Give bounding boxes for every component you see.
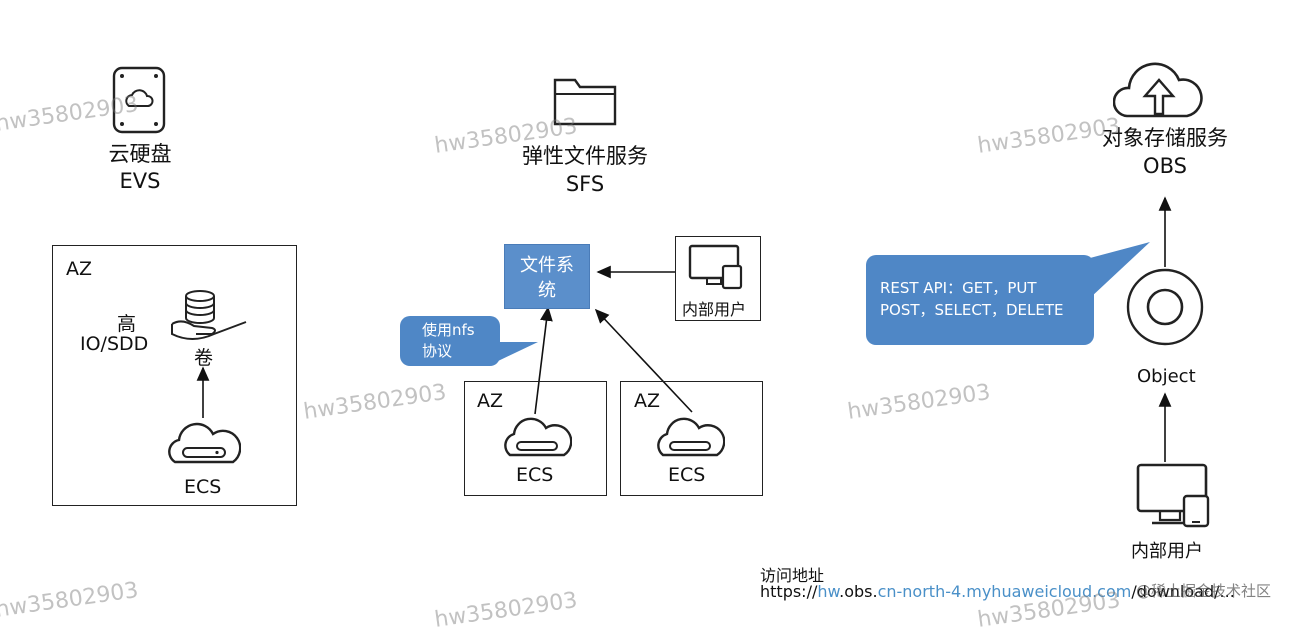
object-icon xyxy=(1126,268,1204,346)
rest-api-line-2: POST，SELECT，DELETE xyxy=(880,301,1064,319)
site-watermark: @稀土掘金技术社区 xyxy=(1136,582,1272,600)
evs-ecs-label: ECS xyxy=(184,476,222,498)
ecs-cloud-icon xyxy=(168,422,241,464)
cloud-upload-icon xyxy=(1113,62,1203,118)
file-system-box: 文件系 统 xyxy=(504,244,590,309)
sfs-internal-user-label: 内部用户 xyxy=(682,300,747,319)
rest-api-line-1: REST API：GET，PUT xyxy=(880,279,1037,297)
volume-icon xyxy=(171,290,247,340)
evs-title-en: EVS xyxy=(119,169,161,193)
ecs-left-cloud-icon xyxy=(504,417,572,457)
evs-title-cn: 云硬盘 xyxy=(108,142,172,166)
nfs-callout: 使用nfs 协议 xyxy=(400,316,500,366)
volume-label: 卷 xyxy=(194,347,214,369)
obs-internal-user-label: 内部用户 xyxy=(1131,541,1203,562)
sfs-ecs-left-label: ECS xyxy=(516,464,554,486)
sfs-ecs-right-label: ECS xyxy=(668,464,706,486)
url-part-3: cn-north-4.myhuaweicloud.com xyxy=(877,582,1132,601)
nfs-callout-line-2: 协议 xyxy=(422,342,453,360)
sfs-az-right-box xyxy=(620,381,763,496)
sfs-ecs-left-arrow xyxy=(534,306,553,415)
object-label: Object xyxy=(1137,366,1196,387)
url-part-1: hw xyxy=(817,582,840,601)
sfs-az-right-label: AZ xyxy=(634,390,661,412)
evs-az-label: AZ xyxy=(66,258,93,280)
evs-az-box xyxy=(52,245,297,506)
sfs-ecs-right-arrow xyxy=(594,308,693,413)
io-label-high: 高 xyxy=(117,313,137,335)
url-prefix: https:// xyxy=(760,582,818,601)
file-system-label-2: 统 xyxy=(538,280,556,301)
rest-api-callout: REST API：GET，PUT POST，SELECT，DELETE xyxy=(866,255,1094,345)
disk-icon xyxy=(112,66,166,134)
sfs-az-left-label: AZ xyxy=(477,390,504,412)
access-url: https://hw.obs.cn-north-4.myhuaweicloud.… xyxy=(760,582,1235,601)
access-label: 访问地址 xyxy=(760,566,825,585)
url-part-4: / xyxy=(1131,582,1137,601)
obs-title-en: OBS xyxy=(1143,154,1187,178)
file-system-label-1: 文件系 xyxy=(520,255,574,276)
diagram-connectors xyxy=(196,196,1172,462)
ecs-right-cloud-icon xyxy=(657,417,725,457)
obs-monitor-phone-icon xyxy=(1136,463,1210,528)
io-label-ssd: IO/SDD xyxy=(80,333,149,355)
sfs-az-left-box xyxy=(464,381,607,496)
sfs-title-en: SFS xyxy=(565,172,605,196)
nfs-callout-tail xyxy=(496,342,538,362)
url-part-6: ... xyxy=(1219,582,1235,601)
folder-icon xyxy=(553,78,617,126)
obs-title-cn: 对象存储服务 xyxy=(1102,126,1228,150)
rest-api-callout-tail xyxy=(1090,242,1150,298)
sfs-title-cn: 弹性文件服务 xyxy=(522,144,648,168)
sfs-internal-user-box xyxy=(675,236,761,321)
monitor-phone-icon xyxy=(688,244,743,290)
nfs-callout-line-1: 使用nfs xyxy=(422,321,475,339)
url-part-5: download/ xyxy=(1136,582,1220,601)
url-part-2: .obs. xyxy=(839,582,878,601)
